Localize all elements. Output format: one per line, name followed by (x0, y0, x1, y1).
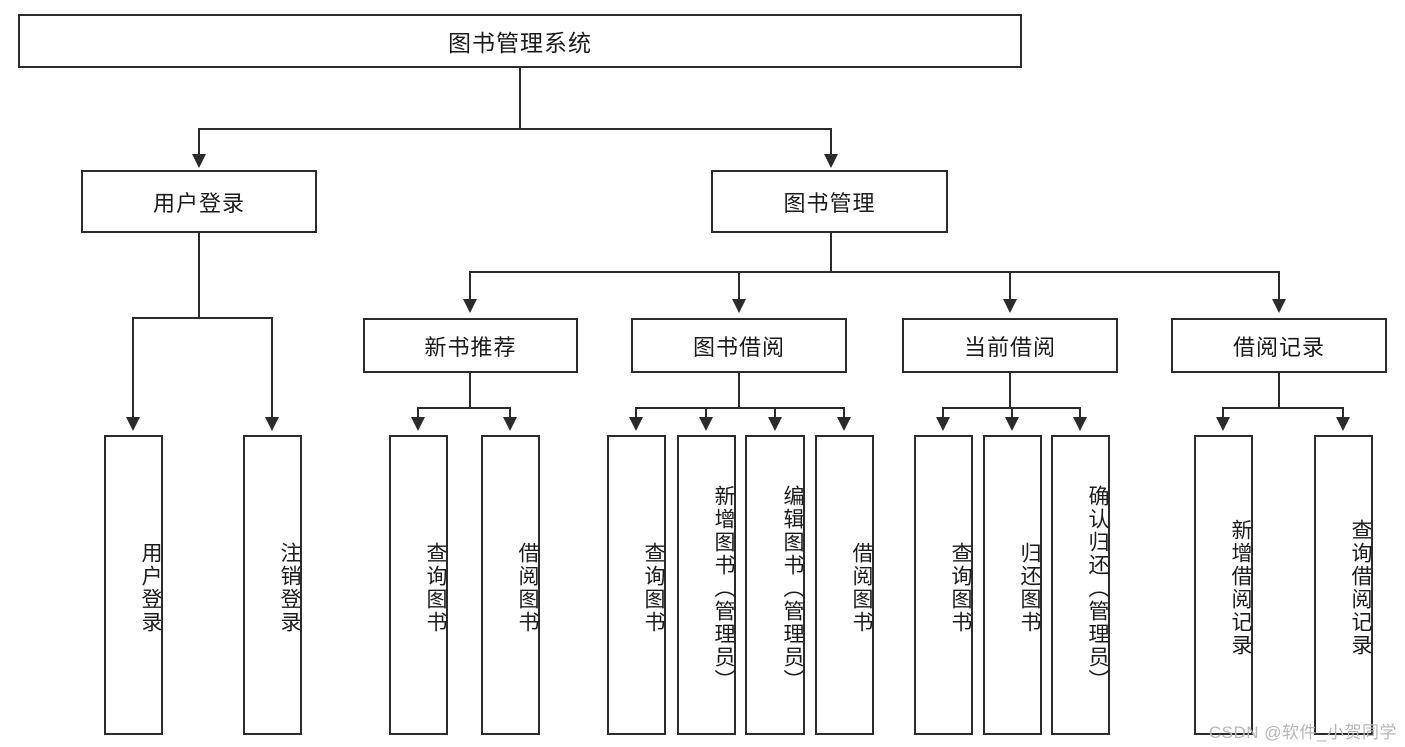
connector-book-borrow-to-leaf-2 (705, 407, 707, 419)
connector-book-borrow-to-leaf-1 (635, 407, 637, 419)
node-leaf-logout[interactable]: 注销登录 (243, 435, 302, 735)
connector-book-manage-to-current-borrow (1009, 271, 1011, 301)
node-leaf-logout-label: 注销登录 (278, 542, 301, 634)
node-leaf-query-book-borrow-label: 查询图书 (642, 542, 665, 634)
node-leaf-query-book-rec-label: 查询图书 (424, 542, 447, 634)
arrow-borrow-record-to-leaf-1 (1216, 417, 1230, 431)
node-book-manage-label: 图书管理 (783, 190, 876, 216)
connector-book-manage-stem (830, 233, 832, 271)
node-user-login[interactable]: 用户登录 (81, 170, 317, 233)
arrow-current-borrow-to-leaf-2 (1005, 417, 1019, 431)
arrow-user-login-to-leaf-1 (126, 417, 140, 431)
node-book-borrow-label: 图书借阅 (692, 334, 785, 360)
connector-current-borrow-stem (1009, 373, 1011, 407)
connector-user-login-to-leaf-1 (132, 317, 134, 419)
arrow-book-manage-to-borrow-record (1272, 299, 1286, 313)
connector-book-borrow-bus (635, 407, 844, 409)
connector-book-manage-bus (469, 271, 1280, 273)
connector-new-book-rec-to-leaf-1 (417, 407, 419, 419)
node-leaf-add-book-label: 新增图书（管理员） (712, 484, 735, 692)
node-leaf-edit-book-label: 编辑图书（管理员） (781, 484, 804, 692)
arrow-current-borrow-to-leaf-3 (1073, 417, 1087, 431)
node-leaf-query-book-current-label: 查询图书 (949, 542, 972, 634)
node-new-book-rec-label: 新书推荐 (424, 334, 517, 360)
connector-user-login-bus (132, 317, 273, 319)
node-leaf-query-record-label: 查询借阅记录 (1349, 519, 1372, 657)
arrow-book-manage-to-new-book-rec (463, 299, 477, 313)
node-leaf-return-book-label: 归还图书 (1018, 542, 1041, 634)
arrow-book-manage-to-book-borrow (732, 299, 746, 313)
node-root[interactable]: 图书管理系统 (18, 14, 1022, 68)
connector-root-stem (519, 68, 521, 128)
node-leaf-query-book-rec[interactable]: 查询图书 (389, 435, 448, 735)
node-leaf-confirm-return[interactable]: 确认归还（管理员） (1051, 435, 1110, 735)
arrow-new-book-rec-to-leaf-1 (411, 417, 425, 431)
connector-current-borrow-to-leaf-3 (1079, 407, 1081, 419)
node-leaf-query-record[interactable]: 查询借阅记录 (1314, 435, 1373, 735)
arrow-user-login-to-leaf-2 (265, 417, 279, 431)
connector-new-book-rec-bus (417, 407, 511, 409)
arrow-borrow-record-to-leaf-2 (1336, 417, 1350, 431)
node-leaf-user-login[interactable]: 用户登录 (104, 435, 163, 735)
node-leaf-confirm-return-label: 确认归还（管理员） (1086, 484, 1109, 692)
arrow-book-borrow-to-leaf-3 (768, 417, 782, 431)
node-leaf-borrow-book-label: 借阅图书 (850, 542, 873, 634)
connector-user-login-stem (198, 233, 200, 317)
connector-root-to-user-login (198, 128, 200, 156)
arrow-book-borrow-to-leaf-1 (629, 417, 643, 431)
node-leaf-borrow-book[interactable]: 借阅图书 (815, 435, 874, 735)
connector-borrow-record-to-leaf-2 (1342, 407, 1344, 419)
connector-borrow-record-to-leaf-1 (1222, 407, 1224, 419)
node-new-book-rec[interactable]: 新书推荐 (363, 318, 578, 373)
node-book-manage[interactable]: 图书管理 (711, 170, 948, 233)
node-leaf-user-login-label: 用户登录 (139, 542, 162, 634)
node-root-label: 图书管理系统 (448, 30, 592, 56)
watermark-text: CSDN @软件_小贺同学 (1208, 723, 1397, 742)
node-borrow-record[interactable]: 借阅记录 (1171, 318, 1387, 373)
connector-root-bus (198, 128, 832, 130)
node-user-login-label: 用户登录 (152, 190, 245, 216)
arrow-root-to-user-login (192, 154, 206, 168)
connector-book-manage-to-borrow-record (1278, 271, 1280, 301)
arrow-book-borrow-to-leaf-4 (837, 417, 851, 431)
arrow-root-to-book-manage (824, 154, 838, 168)
connector-book-borrow-to-leaf-3 (774, 407, 776, 419)
connector-book-borrow-to-leaf-4 (843, 407, 845, 419)
connector-user-login-to-leaf-2 (271, 317, 273, 419)
node-leaf-borrow-book-rec-label: 借阅图书 (516, 542, 539, 634)
connector-book-manage-to-book-borrow (738, 271, 740, 301)
arrow-new-book-rec-to-leaf-2 (503, 417, 517, 431)
node-book-borrow[interactable]: 图书借阅 (631, 318, 847, 373)
node-borrow-record-label: 借阅记录 (1232, 334, 1325, 360)
connector-borrow-record-stem (1278, 373, 1280, 407)
connector-book-borrow-stem (738, 373, 740, 407)
arrow-current-borrow-to-leaf-1 (936, 417, 950, 431)
connector-root-to-book-manage (830, 128, 832, 156)
connector-current-borrow-to-leaf-1 (942, 407, 944, 419)
connector-current-borrow-to-leaf-2 (1011, 407, 1013, 419)
connector-new-book-rec-to-leaf-2 (509, 407, 511, 419)
node-leaf-return-book[interactable]: 归还图书 (983, 435, 1042, 735)
node-leaf-add-record-label: 新增借阅记录 (1229, 519, 1252, 657)
node-leaf-add-record[interactable]: 新增借阅记录 (1194, 435, 1253, 735)
node-current-borrow-label: 当前借阅 (963, 334, 1056, 360)
node-current-borrow[interactable]: 当前借阅 (902, 318, 1118, 373)
node-leaf-borrow-book-rec[interactable]: 借阅图书 (481, 435, 540, 735)
connector-book-manage-to-new-book-rec (469, 271, 471, 301)
arrow-book-borrow-to-leaf-2 (699, 417, 713, 431)
connector-new-book-rec-stem (469, 373, 471, 407)
node-leaf-query-book-current[interactable]: 查询图书 (914, 435, 973, 735)
connector-borrow-record-bus (1222, 407, 1344, 409)
node-leaf-edit-book[interactable]: 编辑图书（管理员） (745, 435, 805, 735)
node-leaf-query-book-borrow[interactable]: 查询图书 (607, 435, 666, 735)
node-leaf-add-book[interactable]: 新增图书（管理员） (677, 435, 736, 735)
arrow-book-manage-to-current-borrow (1003, 299, 1017, 313)
